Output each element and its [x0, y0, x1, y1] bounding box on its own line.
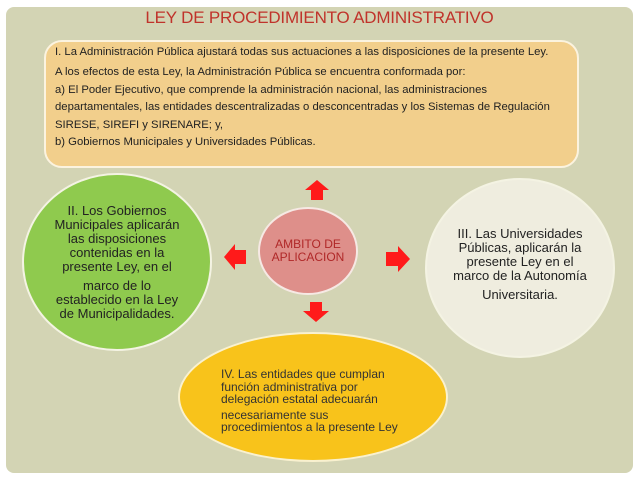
delegated-text-1: IV. Las entidades que cumplan función ad… [221, 367, 385, 406]
delegated-text-2: necesariamente sus procedimientos a la p… [221, 407, 398, 434]
center-ellipse-ambito: AMBITO DE APLICACION [258, 207, 358, 295]
definition-box: I. La Administración Pública ajustará to… [44, 40, 579, 168]
center-line-2: APLICACION [271, 250, 345, 264]
definition-para-3: a) El Poder Ejecutivo, que comprende la … [55, 83, 550, 131]
delegated-entities-ellipse: IV. Las entidades que cumplan función ad… [178, 332, 448, 462]
slide-title: LEY DE PROCEDIMIENTO ADMINISTRATIVO [145, 8, 494, 27]
definition-para-2: A los efectos de esta Ley, la Administra… [55, 66, 466, 78]
municipal-text-2: marco de lo establecido en la Ley de Mun… [55, 277, 179, 321]
municipal-governments-circle: II. Los Gobiernos Municipales aplicarán … [22, 173, 212, 351]
arrow-right-icon [386, 246, 410, 272]
definition-para-1: I. La Administración Pública ajustará to… [55, 46, 549, 58]
public-universities-circle: III. Las Universidades Públicas, aplicar… [425, 178, 615, 358]
center-line-1: AMBITO DE [275, 237, 341, 251]
universities-text-2: Universitaria. [482, 286, 558, 302]
universities-text-1: III. Las Universidades Públicas, aplicar… [453, 225, 587, 283]
arrow-left-icon [224, 244, 246, 270]
arrow-up-icon [305, 180, 329, 200]
municipal-text-1: II. Los Gobiernos Municipales aplicarán … [54, 202, 180, 274]
arrow-down-icon [303, 302, 329, 322]
definition-para-4: b) Gobiernos Municipales y Universidades… [55, 136, 316, 148]
